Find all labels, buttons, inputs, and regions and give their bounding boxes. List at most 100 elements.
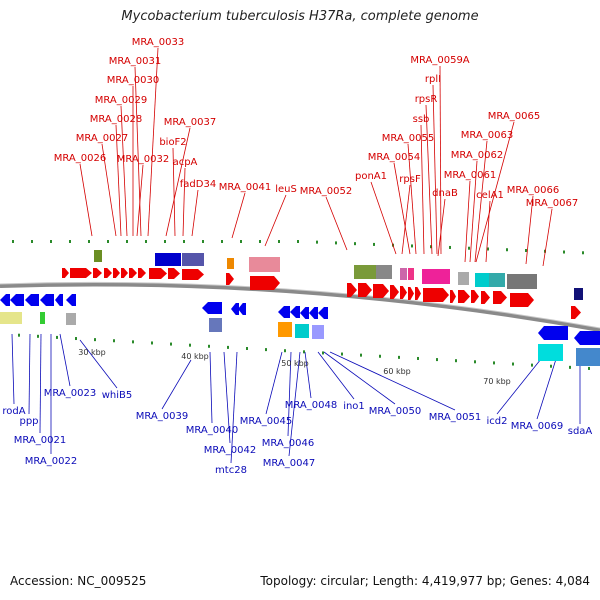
gene-label-ppp: ppp [19,416,38,427]
gene-label-MRA_0052: MRA_0052 [300,186,352,197]
leader-line-MRA_0026 [79,163,93,237]
gene-block-2 [155,253,181,266]
leader-line-rodA [11,333,15,405]
accession-text: Accession: NC_009525 [10,574,147,588]
forward-gene-arrow-21 [423,288,449,302]
leader-line-ppp [28,333,31,415]
gene-label-MRA_0027: MRA_0027 [76,133,128,144]
gene-block-8 [400,268,407,280]
gene-label-MRA_0054: MRA_0054 [368,152,420,163]
gc-tick-bottom [75,337,77,341]
gene-label-whiB5: whiB5 [102,390,133,401]
forward-gene-arrow-2 [70,268,92,278]
forward-gene-arrow-7 [129,268,137,278]
gene-label-rpsR: rpsR [415,94,438,105]
reverse-gene-arrow-13 [309,307,318,319]
gc-tick-bottom [18,333,20,337]
scale-tick-40-kbp: 40 kbp [181,352,209,361]
reverse-gene-arrow-7 [202,302,222,314]
gene-label-MRA_0037: MRA_0037 [164,117,216,128]
gc-tick-bottom [246,347,248,350]
gene-label-MRA_0047: MRA_0047 [263,458,315,469]
gene-label-MRA_0069: MRA_0069 [511,421,563,432]
forward-gene-arrow-27 [510,293,534,307]
gc-tick-bottom [94,338,96,342]
leader-line-MRA_0065 [475,121,515,263]
gc-tick-bottom [56,335,58,339]
gc-tick-top [411,244,413,248]
gene-block-10 [422,269,450,284]
gc-tick-top [126,240,128,243]
gc-tick-top [297,240,299,243]
leader-line-ssb [420,124,425,255]
gc-tick-bottom [322,351,324,355]
gene-label-MRA_0039: MRA_0039 [136,411,188,422]
leader-line-MRA_0045 [265,351,283,415]
gc-tick-top [107,240,109,243]
gene-block-22 [312,325,324,339]
gene-block-19 [209,318,222,332]
gc-tick-top [316,240,318,244]
leader-line-MRA_0039 [161,359,192,410]
leader-line-MRA_0042 [223,351,231,444]
gene-label-MRA_0065: MRA_0065 [488,111,540,122]
gc-tick-bottom [37,334,39,338]
gc-tick-top [202,240,204,243]
gc-tick-bottom [227,345,229,349]
gc-tick-top [373,242,375,246]
gc-tick-top [31,240,33,243]
gc-tick-bottom [588,366,590,370]
leader-line-MRA_0048 [304,351,312,399]
reverse-gene-arrow-5 [55,294,63,306]
gc-tick-bottom [417,356,419,360]
gene-block-1 [94,250,102,262]
reverse-gene-arrow-11 [290,306,300,318]
gene-label-MRA_0040: MRA_0040 [186,425,238,436]
forward-gene-arrow-18 [400,286,407,299]
gene-block-11 [458,272,469,285]
leader-line-ino1 [317,351,355,400]
gene-label-MRA_0042: MRA_0042 [204,445,256,456]
scale-tick-70-kbp: 70 kbp [483,377,511,386]
gc-tick-bottom [189,343,191,347]
forward-gene-arrow-13 [250,276,280,290]
gene-label-MRA_0066: MRA_0066 [507,185,559,196]
leader-line-MRA_0051 [329,351,456,411]
reverse-gene-arrow-4 [40,294,54,306]
gene-block-23 [538,344,563,361]
gc-tick-top [449,245,451,249]
gc-tick-bottom [170,342,172,346]
gene-label-dnaB: dnaB [432,188,458,199]
gc-tick-top [468,246,470,250]
leader-line-MRA_0063 [474,140,488,263]
gene-label-MRA_0028: MRA_0028 [90,114,142,125]
gene-label-MRA_0032: MRA_0032 [117,154,169,165]
leader-line-MRA_0037 [165,127,191,237]
gc-tick-bottom [303,350,305,354]
gc-tick-top [582,251,584,255]
gc-tick-top [88,240,90,243]
gene-label-rpsF: rpsF [399,174,421,185]
gc-tick-bottom [474,360,476,364]
leader-line-bioF2 [172,147,176,237]
leader-line-MRA_0040 [209,351,213,424]
gc-tick-top [69,240,71,243]
label-leader-lines [11,47,581,464]
gc-tick-top [354,242,356,246]
gc-tick-top [12,240,14,243]
leader-line-rpsR [425,104,433,255]
gene-label-MRA_0026: MRA_0026 [54,153,106,164]
reverse-gene-arrow-8 [231,303,239,315]
gc-tick-bottom [208,344,210,348]
forward-gene-arrow-6 [121,268,128,278]
map-title: Mycobacterium tuberculosis H37Ra, comple… [121,9,479,24]
reverse-gene-arrow-6 [66,294,76,306]
reverse-gene-arrow-12 [300,307,309,319]
gene-label-leuS: leuS [275,184,297,195]
forward-gene-arrow-3 [93,268,102,278]
gc-tick-top [278,240,280,243]
forward-gene-arrow-4 [104,268,112,278]
leader-line-MRA_0046 [287,351,292,437]
forward-gene-arrow-15 [358,283,372,297]
